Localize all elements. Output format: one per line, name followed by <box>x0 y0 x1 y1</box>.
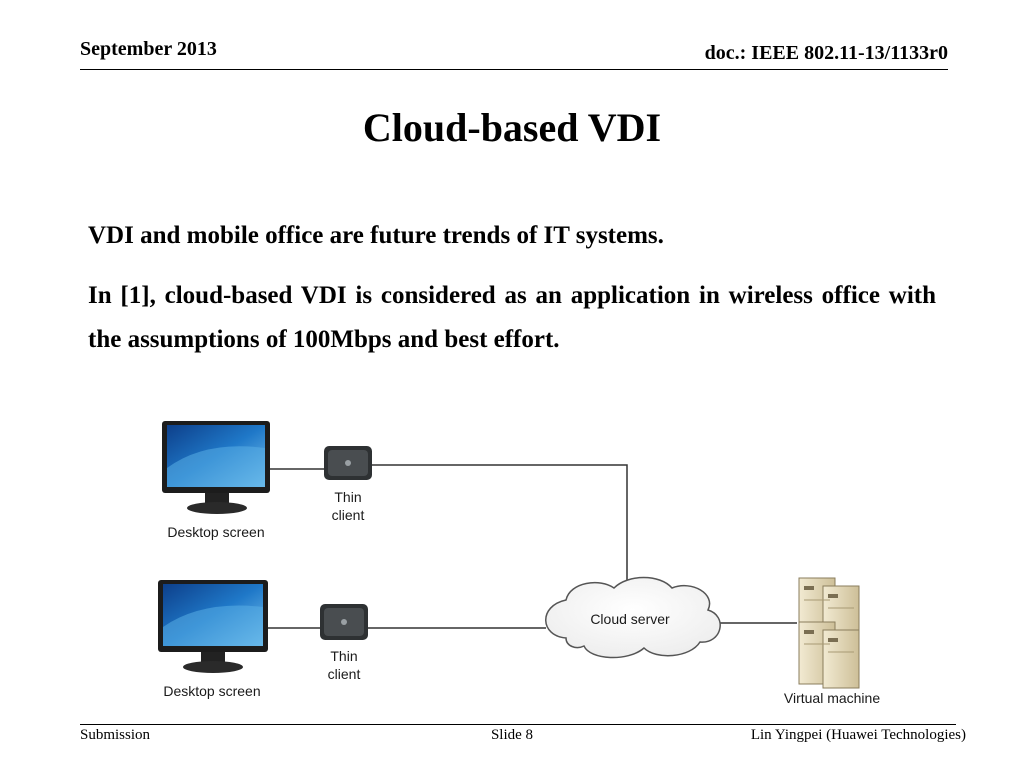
header-divider <box>80 69 948 70</box>
vdi-network-diagram: Desktop screen Thin client Desktop scree… <box>158 421 880 706</box>
thin-client-label-2-line2: client <box>328 666 361 682</box>
desktop-screen-label-1: Desktop screen <box>167 524 264 540</box>
thin-client-icon <box>324 446 372 480</box>
desktop-screen-label-2: Desktop screen <box>163 683 260 699</box>
slide-title: Cloud-based VDI <box>362 105 662 150</box>
thin-client-label-1-line2: client <box>332 507 365 523</box>
footer-submission: Submission <box>80 727 151 743</box>
footer-slide-number: Slide 8 <box>490 727 534 743</box>
footer-author: Lin Yingpei (Huawei Technologies) <box>750 727 966 743</box>
footer-divider <box>80 724 956 725</box>
slide-body: VDI and mobile office are future trends … <box>88 214 936 362</box>
cloud-icon <box>545 576 721 659</box>
desktop-monitor-icon <box>158 580 268 673</box>
network-links <box>268 464 797 629</box>
cloud-server-label: Cloud server <box>590 611 670 627</box>
bullet-vdi-trends: VDI and mobile office are future trends … <box>88 222 664 249</box>
link-thinclient1-cloud <box>372 464 628 585</box>
virtual-machine-label: Virtual machine <box>784 690 880 706</box>
server-stack-icon <box>798 577 860 689</box>
desktop-monitor-icon <box>162 421 270 514</box>
header-date: September 2013 <box>80 38 217 60</box>
thin-client-label-1-line1: Thin <box>334 489 361 505</box>
thin-client-label-2-line1: Thin <box>330 648 357 664</box>
thin-client-icon <box>320 604 368 640</box>
header-doc-id: doc.: IEEE 802.11-13/1133r0 <box>704 42 948 64</box>
bullet-cloud-vdi-assumptions: In [1], cloud-based VDI is considered as… <box>88 282 936 353</box>
